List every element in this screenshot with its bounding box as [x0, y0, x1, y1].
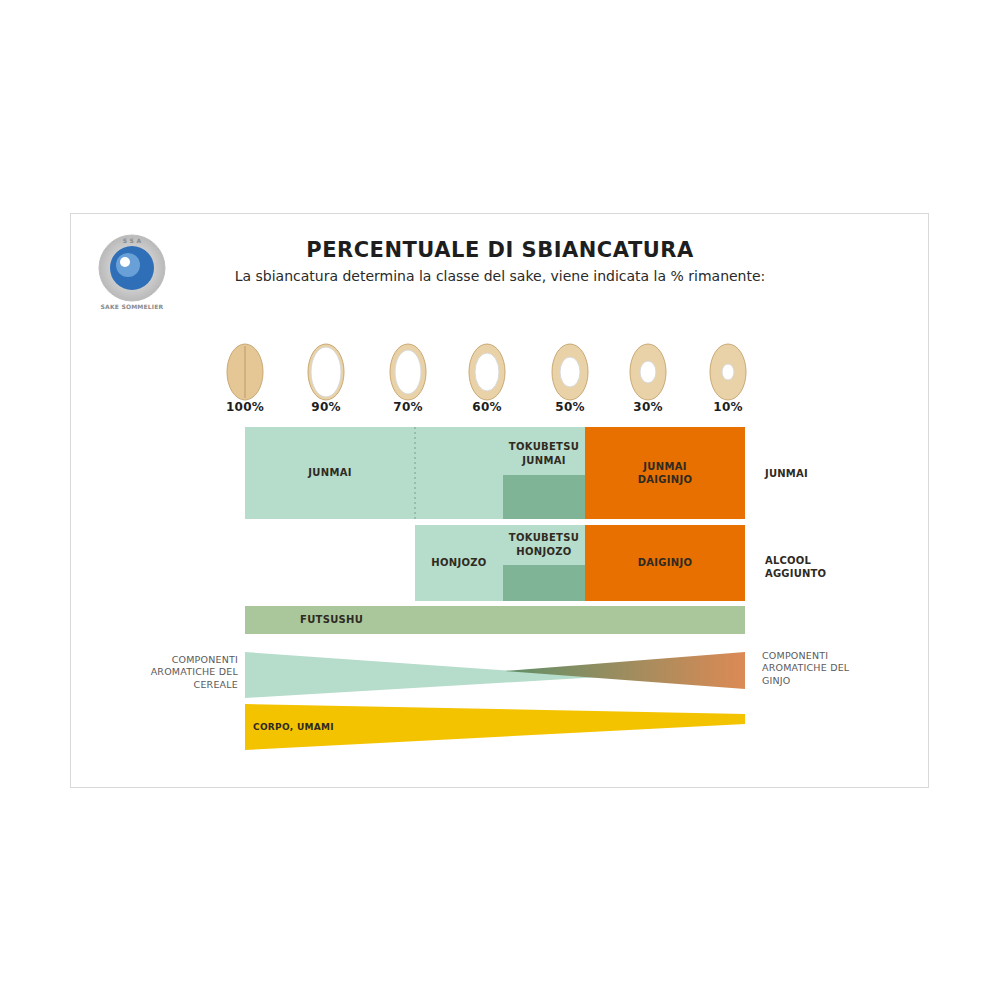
aroma-label: COMPONENTI AROMATICHE DEL CEREALE [150, 654, 238, 691]
row-label: ALCOOL AGGIUNTO [765, 554, 835, 580]
logo-text: SAKE SOMMELIER [92, 303, 172, 311]
class-band: JUNMAI [245, 427, 503, 519]
body-umami-wedge: CORPO, UMAMI [245, 704, 745, 750]
dotted-divider [245, 427, 503, 519]
class-name: TOKUBETSU HONJOZO [503, 531, 585, 558]
class-band: TOKUBETSU HONJOZO [503, 525, 585, 601]
class-name: JUNMAI [245, 466, 415, 480]
class-band: DAIGINJO [585, 525, 745, 601]
frame [71, 214, 929, 788]
percent-label: 50% [540, 400, 600, 416]
aroma-label: COMPONENTI AROMATICHE DEL GINJO [762, 650, 850, 687]
title: PERCENTUALE DI SBIANCATURA [200, 238, 800, 262]
divider-line [415, 427, 416, 519]
logo [99, 235, 165, 301]
row-label: JUNMAI [765, 467, 855, 480]
percent-label: 70% [378, 400, 438, 416]
futsushu-bar: FUTSUSHU [245, 606, 745, 634]
class-name: TOKUBETSU JUNMAI [503, 440, 585, 467]
class-name: HONJOZO [415, 556, 503, 570]
class-band: TOKUBETSU JUNMAI [503, 427, 585, 519]
percent-label: 90% [296, 400, 356, 416]
caption: La sbiancatura determina la classe del s… [170, 268, 830, 284]
percent-label: 30% [618, 400, 678, 416]
rice-grains [227, 344, 746, 400]
class-name: FUTSUSHU [300, 613, 420, 627]
class-name: DAIGINJO [585, 556, 745, 570]
class-name: JUNMAI DAIGINJO [620, 460, 710, 487]
percent-label: 10% [698, 400, 758, 416]
percent-label: 100% [215, 400, 275, 416]
ginjo-aroma-wedge [505, 652, 745, 689]
cereal-aroma-wedge [245, 652, 600, 698]
percent-label: 60% [457, 400, 517, 416]
wedge-fill [245, 704, 745, 750]
class-band: HONJOZO [415, 525, 503, 601]
class-band: JUNMAI DAIGINJO [585, 427, 745, 519]
class-name: CORPO, UMAMI [253, 721, 393, 733]
logo-letters: S S A [112, 237, 152, 245]
